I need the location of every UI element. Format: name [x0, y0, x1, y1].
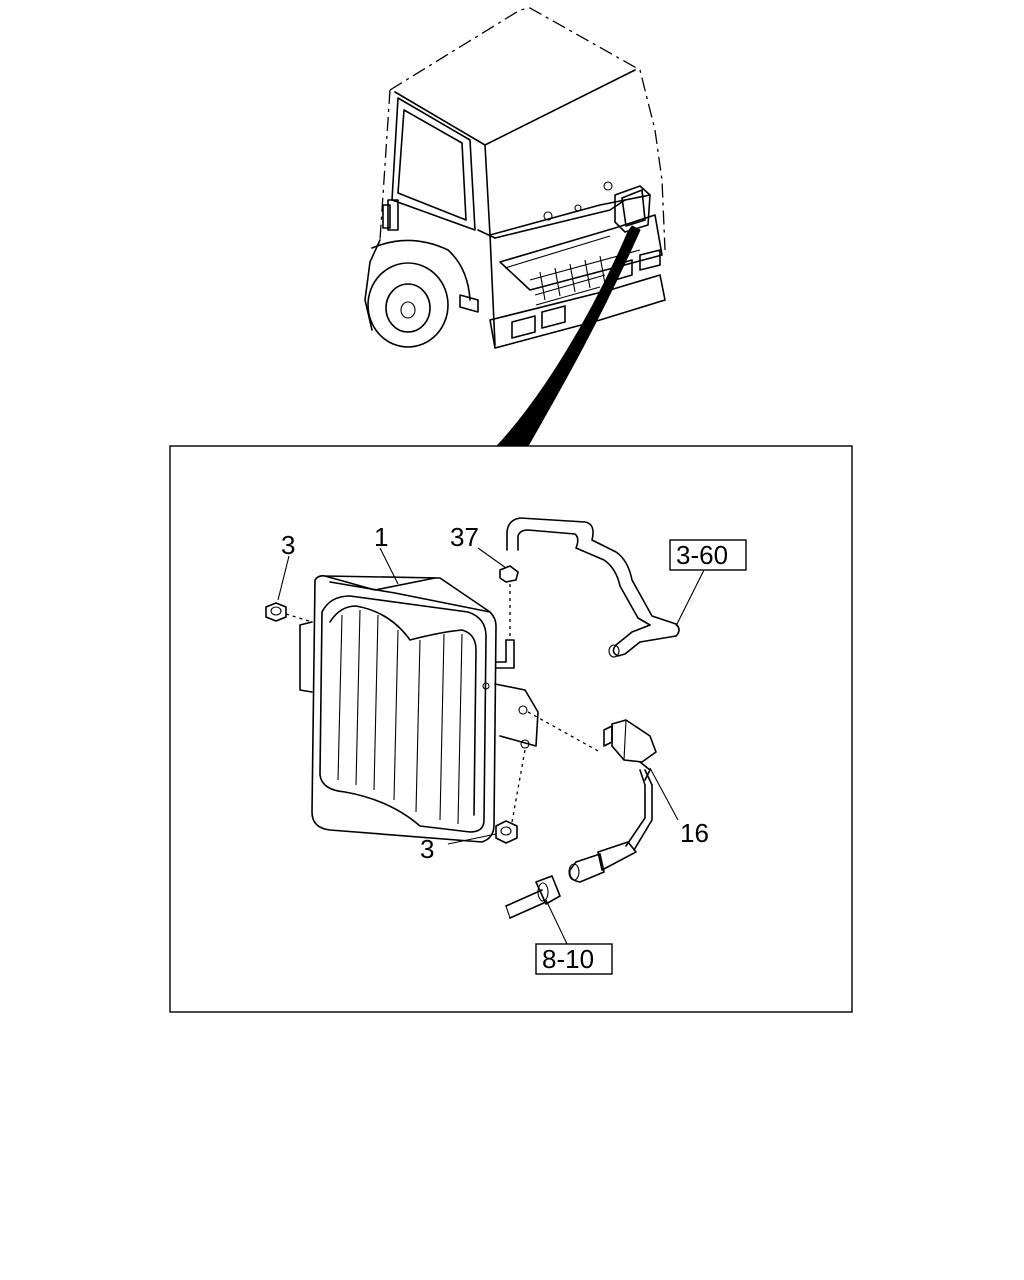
part-3-nut-upper	[265, 602, 313, 623]
callout-part-3-upper: 3	[281, 530, 295, 560]
reference-label-upper: 3-60	[676, 540, 728, 570]
hose-assembly	[506, 517, 680, 658]
harness-connector	[505, 875, 561, 919]
part-37-fitting	[495, 565, 519, 669]
truck-cab-illustration	[364, 7, 666, 447]
reference-box-lower: 8-10	[535, 943, 613, 975]
detail-frame	[169, 445, 853, 1013]
part-3-nut-lower	[495, 749, 526, 844]
reference-label-lower: 8-10	[542, 944, 594, 974]
part-1-unit	[299, 575, 539, 843]
callout-part-37: 37	[450, 522, 479, 552]
callout-part-16: 16	[680, 818, 709, 848]
part-16-sensor	[527, 711, 657, 883]
reference-box-upper: 3-60	[669, 539, 747, 571]
callout-part-3-lower: 3	[420, 834, 434, 864]
leader-lines	[277, 547, 707, 947]
callout-part-1: 1	[374, 522, 388, 552]
